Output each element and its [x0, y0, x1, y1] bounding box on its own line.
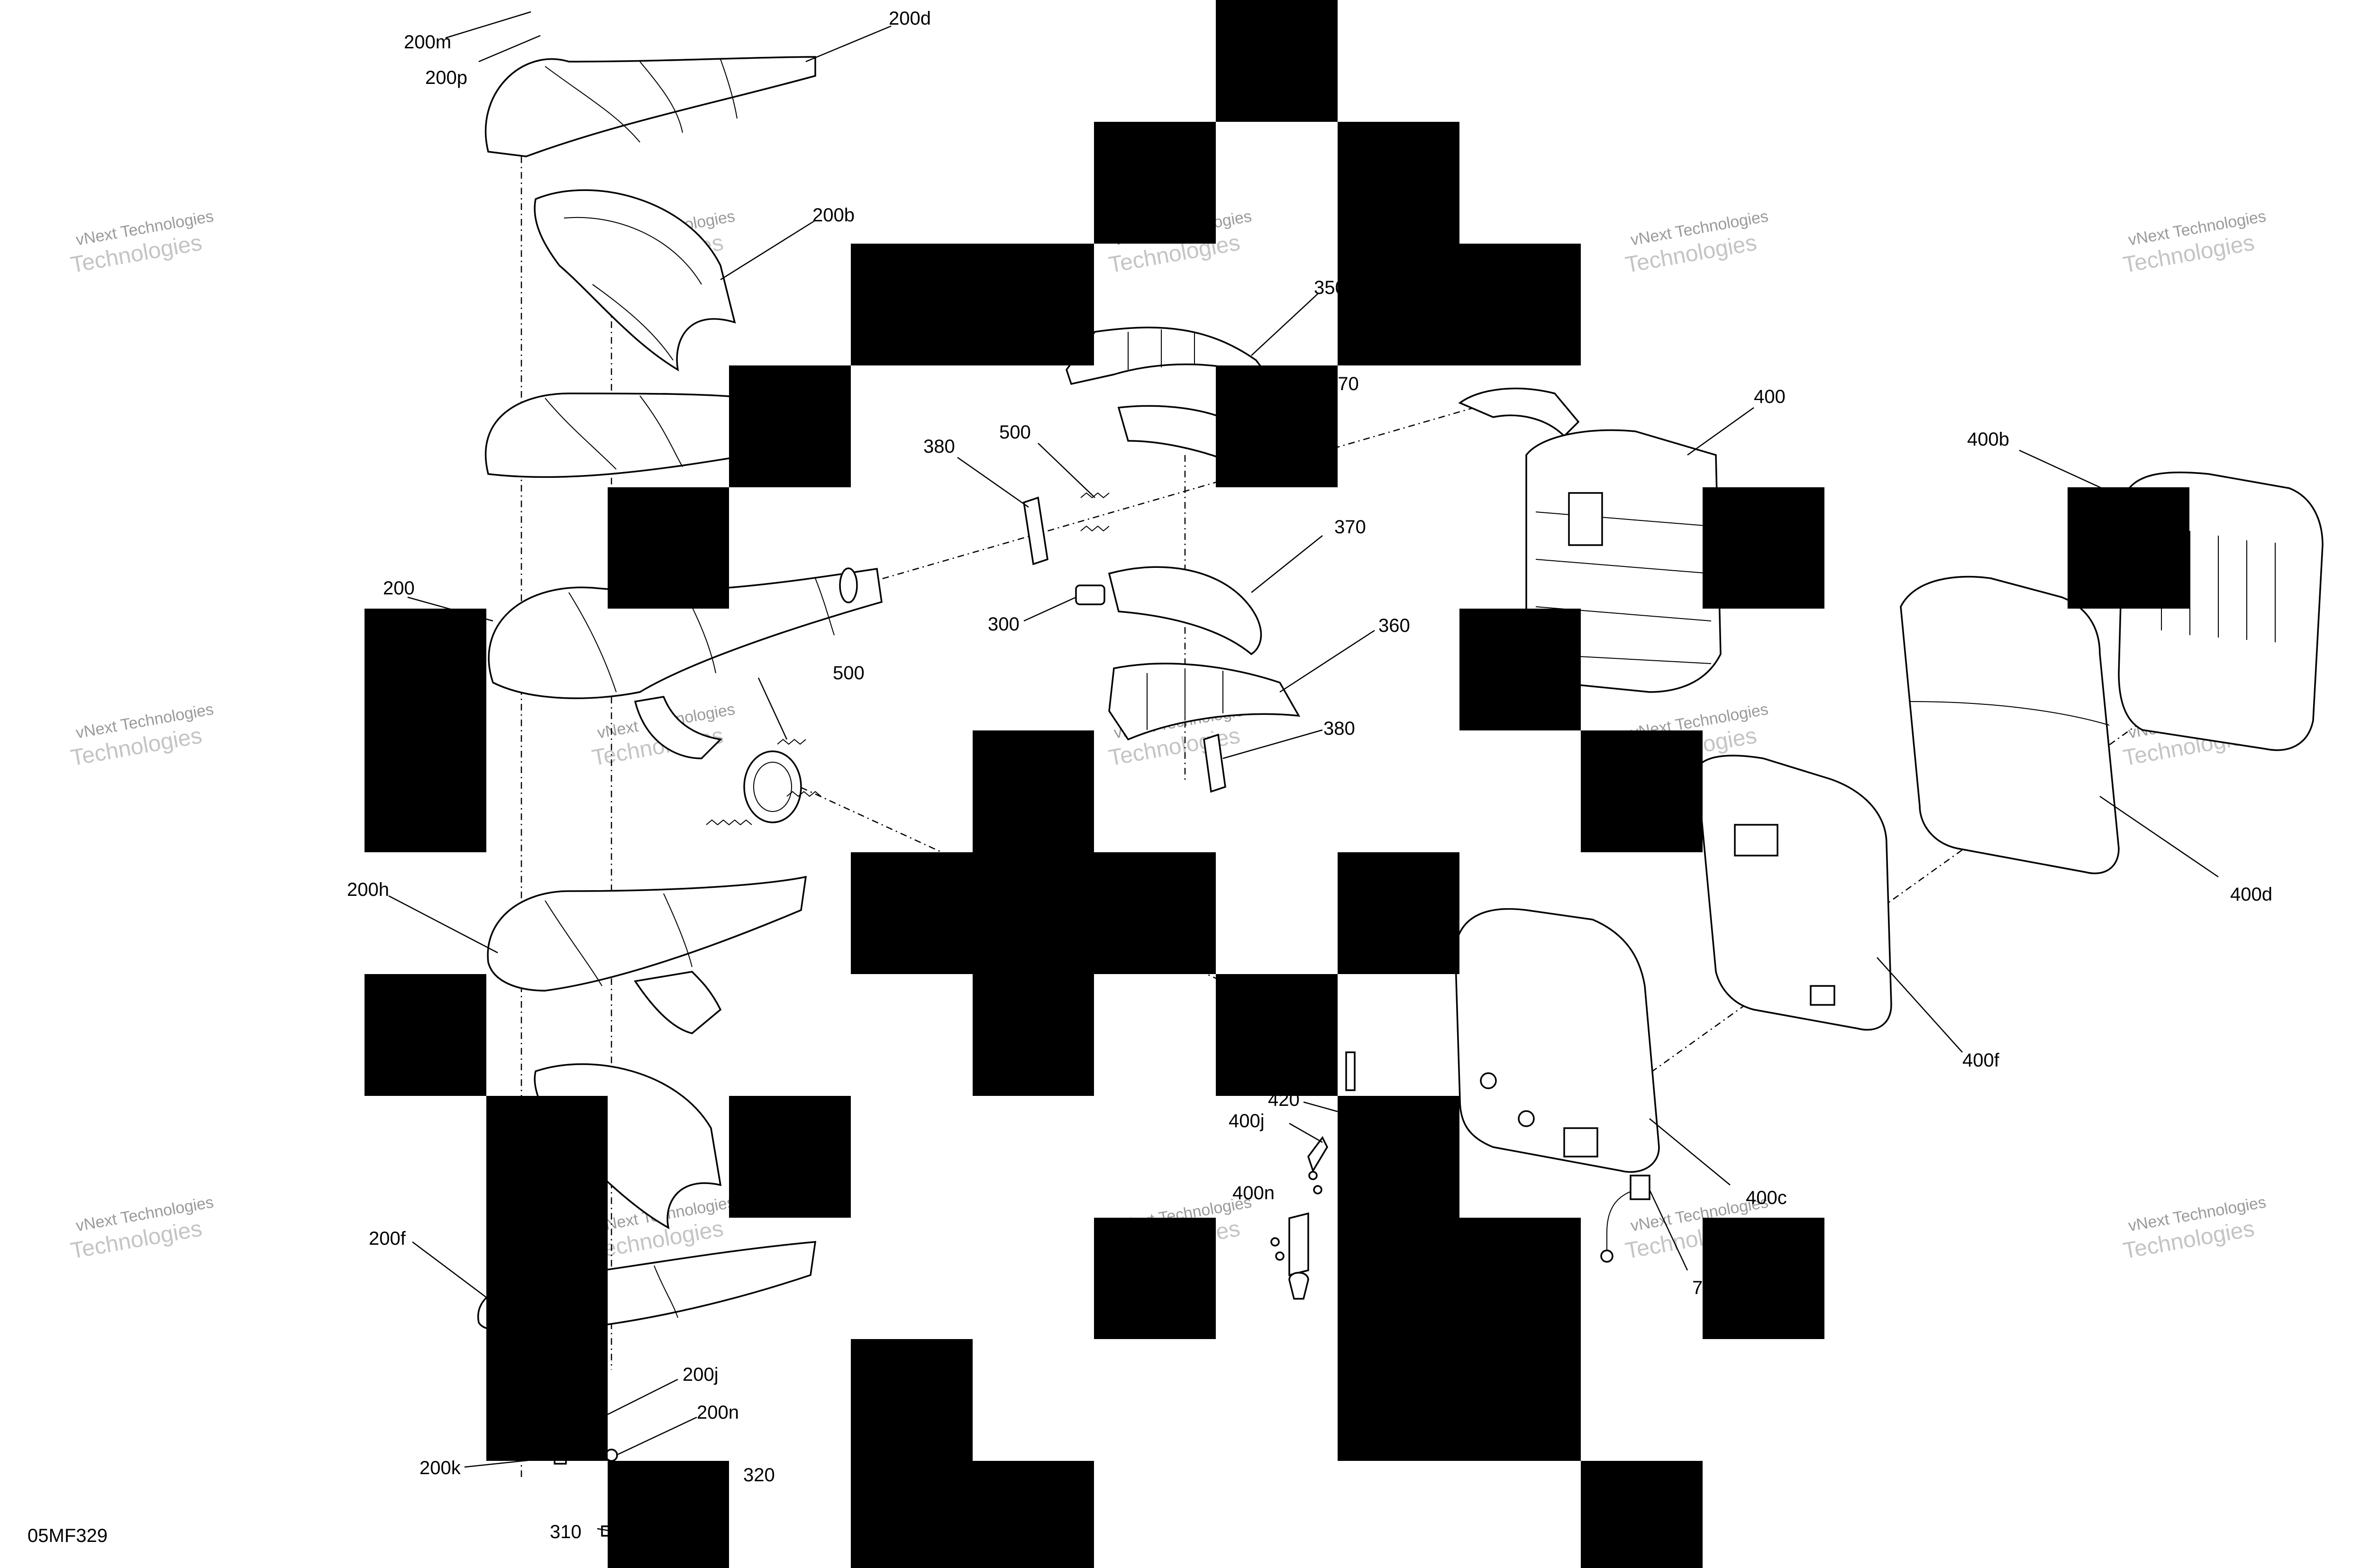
- redaction-block: [1338, 1096, 1459, 1218]
- redaction-block: [608, 487, 729, 609]
- part-400f-cover: [1696, 755, 1892, 1031]
- callout-500: 500: [833, 663, 865, 684]
- redaction-block: [365, 609, 486, 852]
- part-200d-upper-heat-shield: [485, 56, 816, 157]
- part-370-lower-pipe: [1108, 566, 1262, 656]
- part-380-clip: [1023, 496, 1048, 565]
- part-200h-lower-shield: [487, 875, 807, 1034]
- redaction-block: [973, 974, 1094, 1096]
- callout-400c: 400c: [1746, 1187, 1787, 1208]
- part-200-outlet-flange: [634, 696, 802, 823]
- redaction-block: [1581, 730, 1703, 852]
- callout-200d: 200d: [889, 8, 931, 29]
- part-300-sleeve: [1075, 584, 1105, 605]
- part-7-sensor: [1600, 1175, 1650, 1263]
- redaction-block: [1581, 1461, 1703, 1568]
- callout-200h: 200h: [347, 879, 389, 900]
- redaction-block: [365, 974, 486, 1096]
- part-380-clip-lower: [1203, 733, 1226, 793]
- part-360-resonator-pipe: [1108, 663, 1301, 741]
- redaction-block: [973, 730, 1094, 852]
- redaction-block: [851, 244, 1094, 365]
- part-400d-cover: [1900, 575, 2120, 875]
- redaction-block: [1703, 1218, 1824, 1339]
- callout-labels: 200m 200p 200d 200b 200 200h 200f 200j 2…: [27, 8, 2272, 1546]
- callout-200b: 200b: [812, 205, 855, 226]
- callout-500: 500: [999, 422, 1031, 443]
- part-200-middle-shield: [484, 392, 750, 478]
- callout-400d: 400d: [2230, 884, 2272, 905]
- callout-370: 370: [1334, 517, 1366, 538]
- callout-200j: 200j: [683, 1364, 719, 1385]
- callout-200p: 200p: [425, 67, 467, 88]
- redaction-block: [1338, 852, 1459, 974]
- redaction-block: [851, 1339, 973, 1568]
- callout-7: 7: [1692, 1277, 1703, 1298]
- redaction-block: [1216, 974, 1338, 1096]
- callout-380: 380: [923, 436, 955, 457]
- redaction-block: [1338, 244, 1581, 365]
- redaction-block: [1216, 365, 1338, 487]
- callout-400: 400: [1754, 386, 1786, 407]
- callout-200k: 200k: [419, 1458, 461, 1478]
- callout-300: 300: [988, 614, 1020, 635]
- callout-400b: 400b: [1967, 429, 2009, 450]
- diagram-code: 05MF329: [27, 1525, 108, 1546]
- redaction-blocks: [365, 0, 2189, 1568]
- redaction-block: [1216, 0, 1338, 122]
- redaction-block: [1094, 1218, 1216, 1339]
- redaction-block: [486, 1096, 608, 1461]
- part-200b-inner-shield: [534, 189, 736, 372]
- part-420-400j-mounting-hardware: [1270, 1051, 1356, 1300]
- callout-400f: 400f: [1962, 1050, 2000, 1071]
- redaction-block: [1459, 609, 1581, 730]
- callout-380: 380: [1323, 718, 1355, 739]
- redaction-block: [1338, 1339, 1581, 1461]
- callout-310: 310: [550, 1522, 582, 1542]
- callout-200: 200: [383, 578, 415, 599]
- callout-400n: 400n: [1232, 1183, 1275, 1203]
- callout-200f: 200f: [369, 1228, 406, 1249]
- redaction-block: [1703, 487, 1824, 609]
- redaction-block: [729, 365, 851, 487]
- redaction-block: [729, 1096, 851, 1218]
- part-400c-lower-cover: [1454, 908, 1660, 1173]
- callout-400j: 400j: [1229, 1111, 1265, 1131]
- redaction-block: [2068, 487, 2189, 609]
- part-500-springs-center: [1080, 492, 1110, 532]
- redaction-block: [851, 852, 1216, 974]
- callout-200n: 200n: [697, 1402, 739, 1423]
- redaction-block: [608, 1461, 729, 1568]
- redaction-block: [1338, 1218, 1581, 1339]
- redaction-block: [973, 1461, 1094, 1568]
- callout-200m: 200m: [404, 32, 451, 53]
- callout-320: 320: [743, 1465, 775, 1486]
- redaction-block: [1094, 122, 1216, 244]
- part-500-spring-left: [706, 738, 821, 826]
- callout-360: 360: [1378, 615, 1410, 636]
- redaction-block: [1338, 122, 1459, 244]
